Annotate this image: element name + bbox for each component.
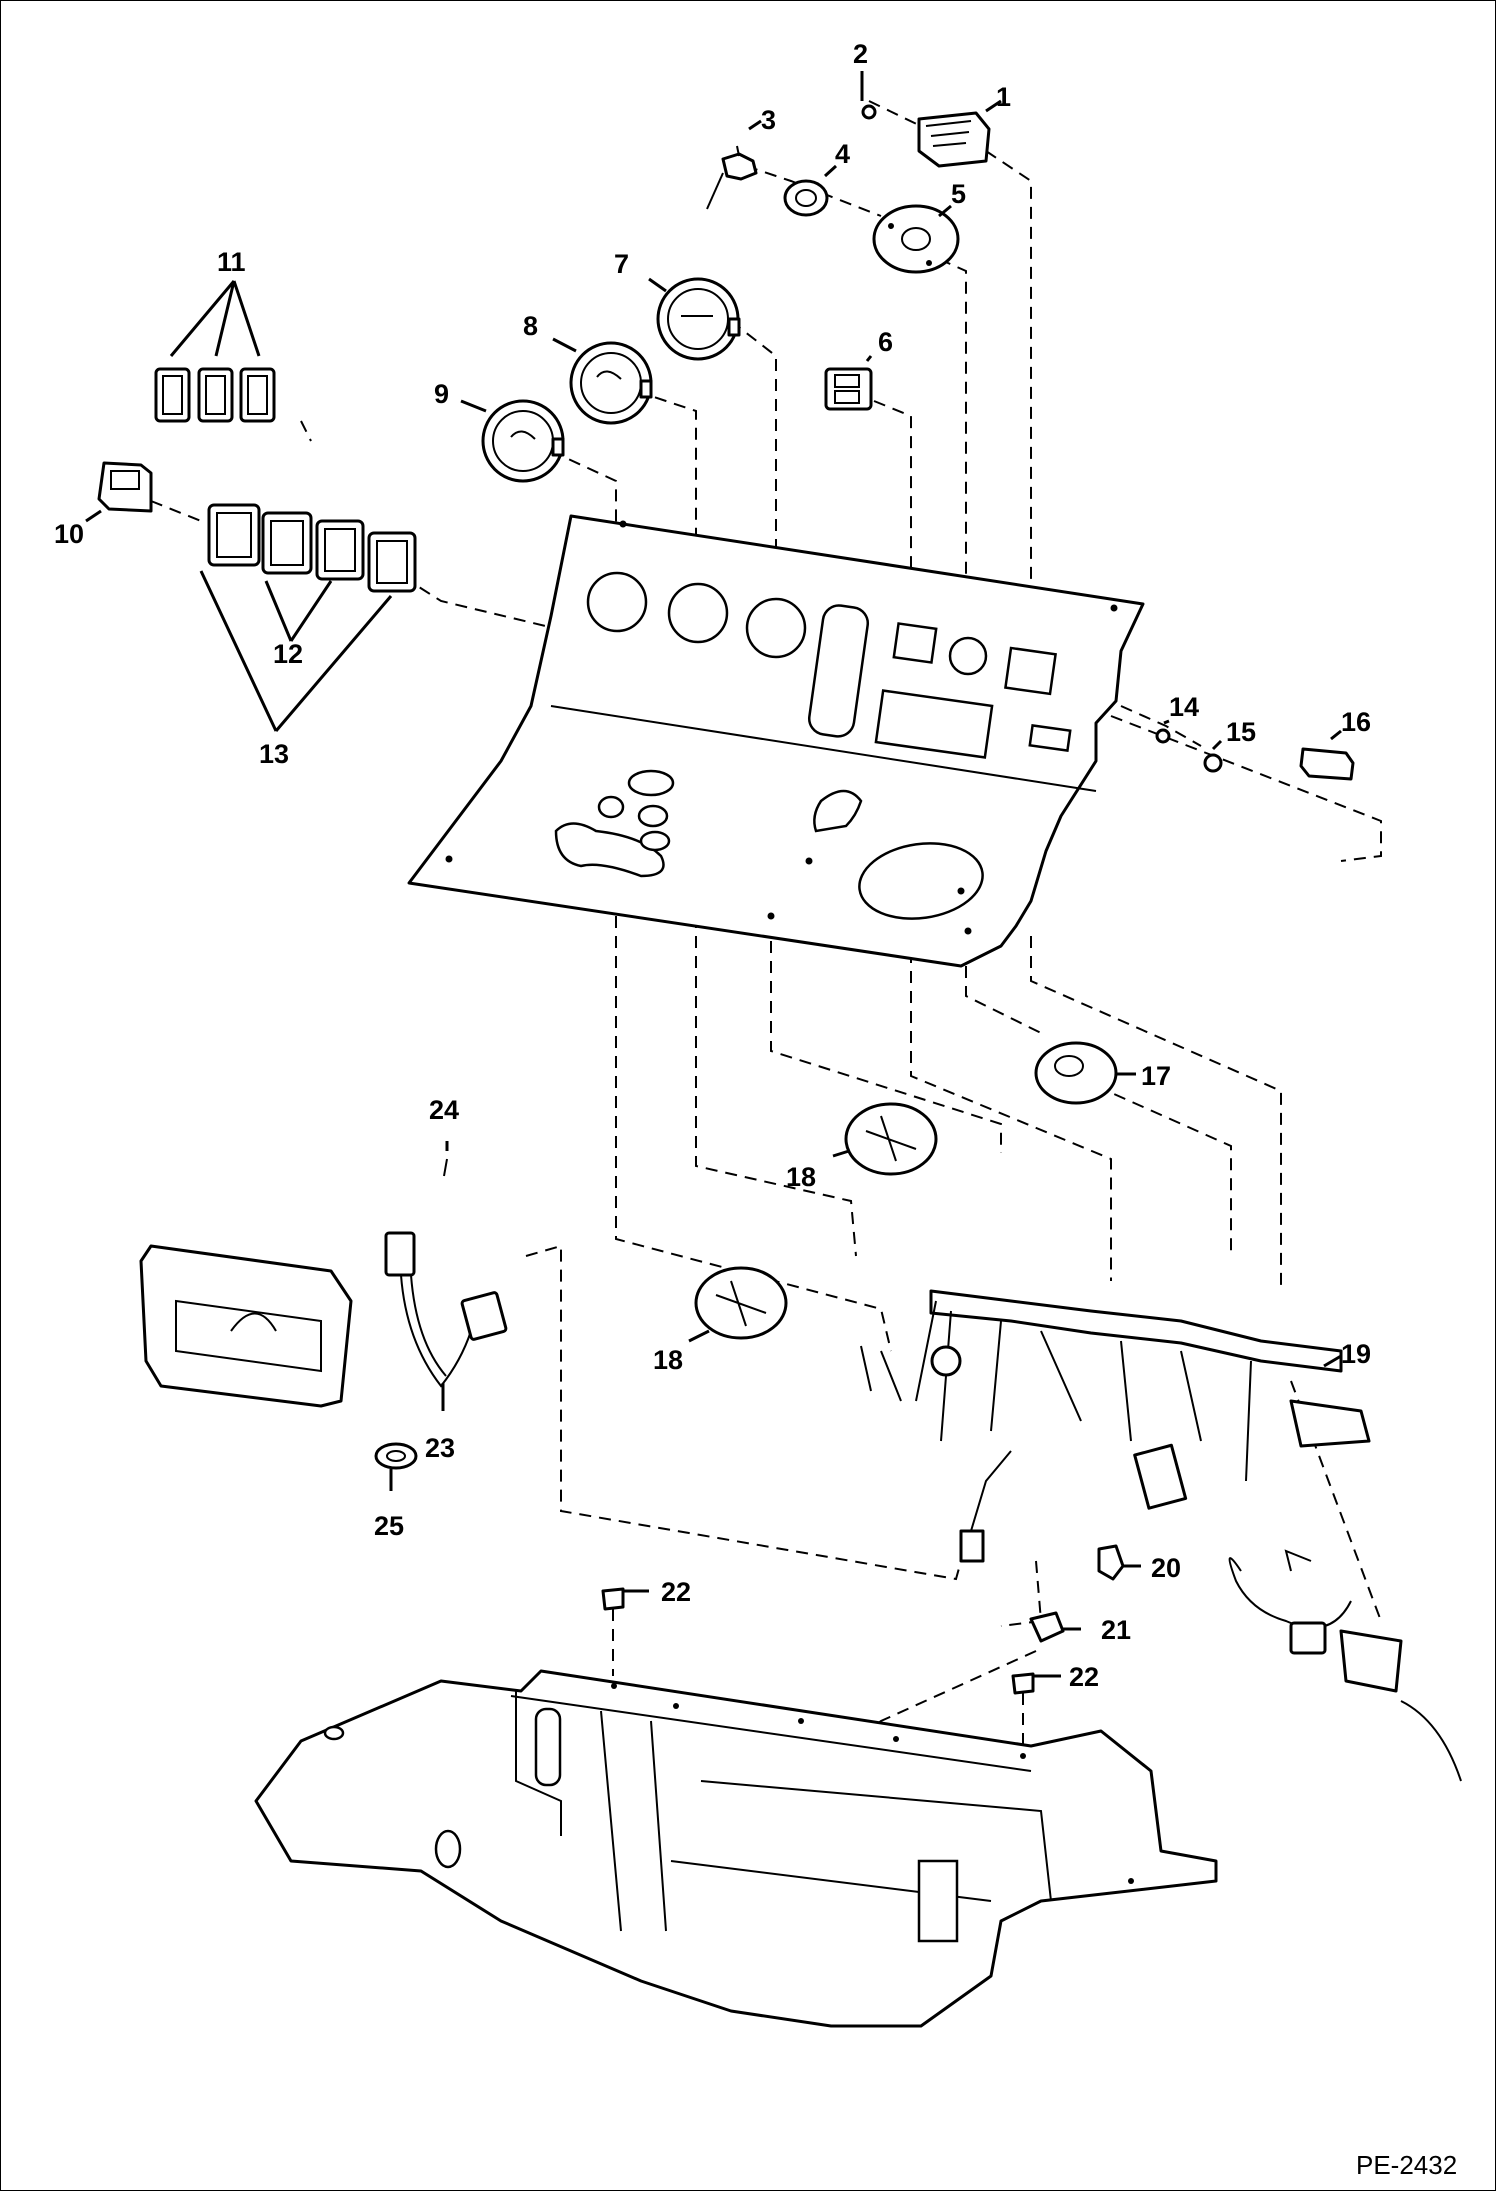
dash-panel — [407, 514, 1145, 968]
part-8-gauge — [569, 341, 653, 425]
part-11-switch-lenses — [154, 367, 276, 423]
part-seat-cable — [1228, 1549, 1462, 1782]
part-19-wiring-harness — [860, 1289, 1371, 1563]
part-17-key-switch — [1034, 1041, 1118, 1105]
part-2-screw — [861, 104, 877, 120]
callout-21: 21 — [1101, 1615, 1131, 1645]
callout-6: 6 — [878, 327, 893, 357]
callout-2: 2 — [853, 39, 868, 69]
part-14-washer — [1155, 728, 1171, 744]
part-7-gauge — [656, 277, 741, 361]
part-6-indicator — [824, 367, 873, 411]
part-4-nut — [783, 179, 829, 217]
part-18-connector-upper — [844, 1102, 938, 1176]
part-3-key — [706, 145, 758, 210]
part-frame-chassis — [254, 1669, 1218, 2028]
part-15-nut — [1203, 753, 1223, 773]
part-24-screw — [443, 1158, 448, 1177]
callout-labels: 1 2 3 4 5 6 7 8 9 10 11 12 13 14 15 16 1… — [54, 39, 1371, 1692]
callout-18-lower: 18 — [653, 1345, 683, 1375]
callout-19: 19 — [1341, 1339, 1371, 1369]
callout-25: 25 — [374, 1511, 404, 1541]
part-21-clamp — [1029, 1611, 1065, 1643]
callout-18-upper: 18 — [786, 1162, 816, 1192]
callout-7: 7 — [614, 249, 629, 279]
callout-10: 10 — [54, 519, 84, 549]
part-1-hourmeter-module — [917, 111, 991, 168]
part-5-plate — [872, 204, 960, 274]
callout-8: 8 — [523, 311, 538, 341]
callout-24: 24 — [429, 1095, 459, 1125]
callout-14: 14 — [1169, 692, 1199, 722]
callout-16: 16 — [1341, 707, 1371, 737]
callout-23: 23 — [425, 1433, 455, 1463]
part-22-plug-lower — [1011, 1672, 1035, 1695]
part-22-plug-upper — [601, 1587, 625, 1611]
callout-22-upper: 22 — [661, 1577, 691, 1607]
part-18-connector-lower — [694, 1266, 788, 1340]
part-16-relay — [1299, 747, 1355, 781]
callout-17: 17 — [1141, 1061, 1171, 1091]
part-23-seat-harness — [384, 1231, 508, 1388]
callout-3: 3 — [761, 105, 776, 135]
part-seat-bar-sensor-bracket — [139, 1244, 353, 1408]
part-20-clip — [1097, 1544, 1125, 1581]
callout-12: 12 — [273, 639, 303, 669]
part-12-13-rocker-switches — [207, 503, 417, 593]
callout-11: 11 — [217, 247, 246, 277]
assembly-guide-lines — [150, 100, 1382, 1791]
callout-5: 5 — [951, 179, 966, 209]
callout-leaders — [85, 71, 1342, 1678]
callout-15: 15 — [1226, 717, 1256, 747]
part-9-gauge — [481, 399, 565, 483]
part-10-switch — [97, 461, 153, 513]
callout-22-lower: 22 — [1069, 1662, 1099, 1692]
figure-code: PE-2432 — [1356, 2150, 1457, 2180]
part-25-grommet — [374, 1442, 418, 1470]
callout-13: 13 — [259, 739, 289, 769]
callout-1: 1 — [996, 82, 1011, 112]
callout-20: 20 — [1151, 1553, 1181, 1583]
callout-9: 9 — [434, 379, 449, 409]
callout-4: 4 — [835, 139, 850, 169]
